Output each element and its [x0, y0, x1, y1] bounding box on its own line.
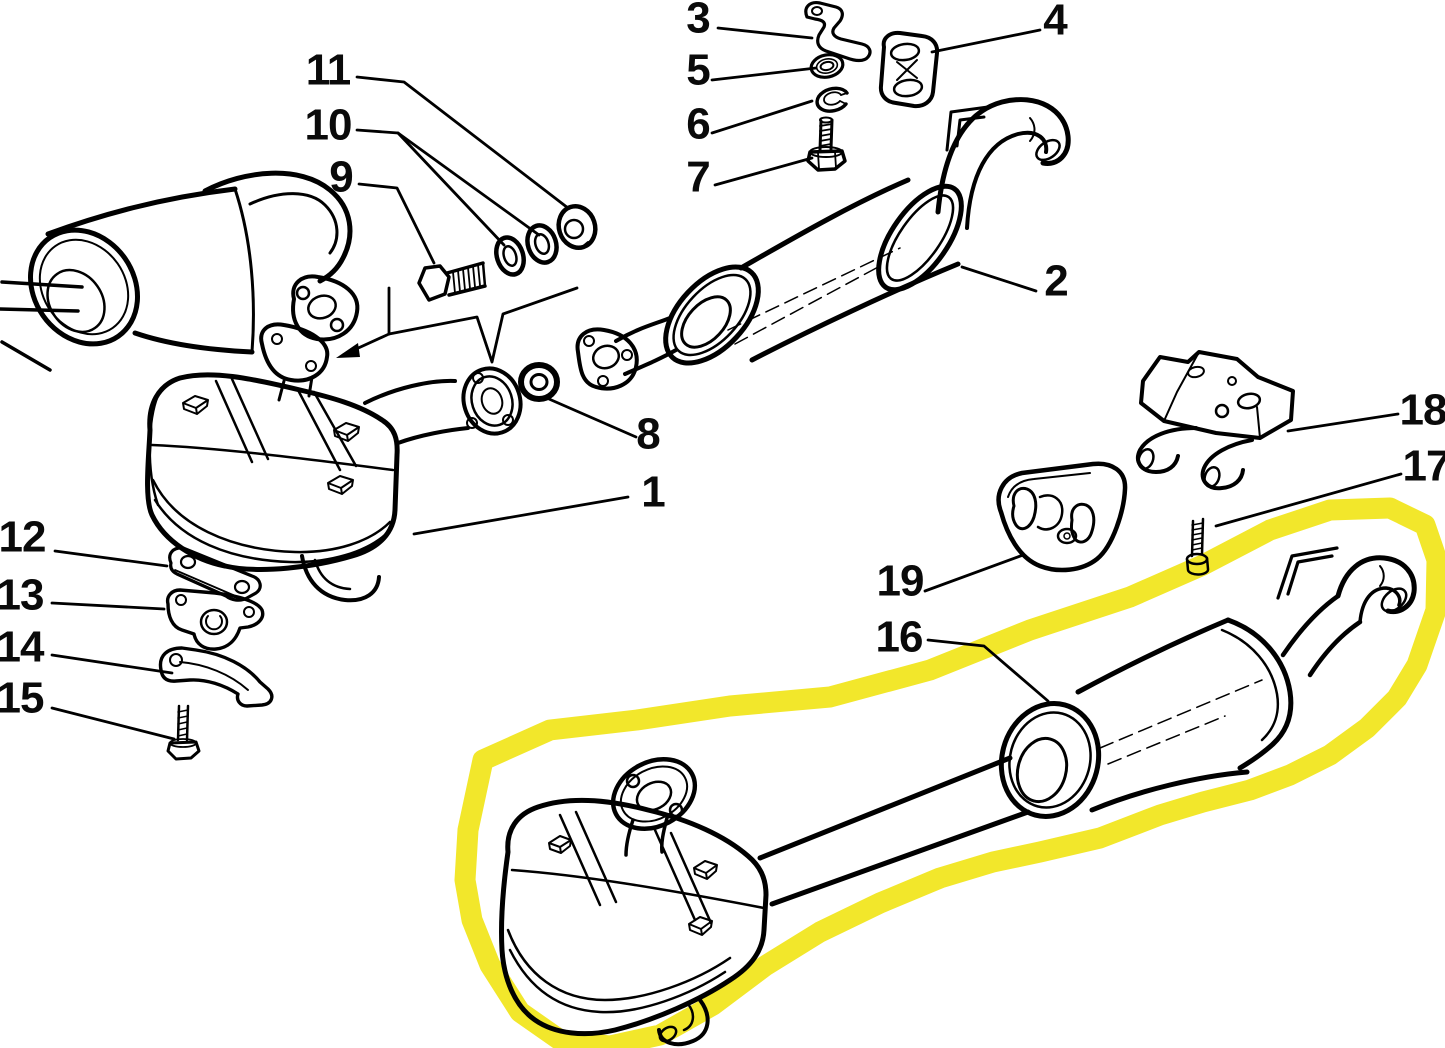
- rear-assembly-16: [498, 546, 1417, 1047]
- part-label-9: 9: [329, 153, 352, 202]
- part-label-10: 10: [305, 101, 352, 150]
- bolt-9: [417, 261, 487, 302]
- part-label-6: 6: [686, 100, 709, 149]
- leader-2: [960, 265, 1038, 293]
- middle-silencer: [575, 97, 1071, 391]
- front-muffler: [0, 170, 360, 372]
- leader-14: [50, 653, 174, 675]
- leader-19: [923, 553, 1025, 593]
- part-label-4: 4: [1043, 0, 1068, 45]
- leader-7: [713, 156, 814, 187]
- leader-17: [1214, 472, 1403, 528]
- part-label-17: 17: [1403, 442, 1445, 491]
- part-label-19: 19: [877, 557, 924, 606]
- part-label-7: 7: [686, 153, 709, 202]
- part-label-18: 18: [1400, 386, 1445, 435]
- leader-13: [50, 601, 166, 611]
- part-label-1: 1: [641, 468, 665, 517]
- leader-18: [1286, 412, 1400, 433]
- gasket-ring: [518, 362, 560, 402]
- leader-16: [926, 638, 1050, 703]
- part-label-5: 5: [686, 46, 710, 95]
- aux-leader-2: [387, 286, 579, 364]
- saddle-clamp-14: [158, 646, 274, 708]
- leader-4: [930, 28, 1042, 54]
- leader-1: [412, 495, 630, 536]
- part-label-16: 16: [876, 613, 923, 662]
- leader-arrow: [336, 343, 360, 358]
- part-label-15: 15: [0, 674, 44, 723]
- leader-12: [53, 549, 169, 568]
- highlight-loop: [454, 497, 1445, 1048]
- leader-8: [547, 397, 638, 439]
- leader-9: [357, 182, 436, 265]
- part-label-11: 11: [306, 46, 351, 95]
- line-art: [0, 1, 1417, 1047]
- washer-5: [809, 53, 845, 79]
- center-muffler: [145, 322, 523, 603]
- rubber-mount-4: [878, 30, 940, 109]
- bolt-15: [166, 704, 201, 761]
- washers-10: [494, 223, 559, 277]
- part-label-8: 8: [636, 410, 660, 459]
- leader-6: [710, 99, 814, 135]
- leader-15: [50, 706, 176, 741]
- bracket-18: [1136, 350, 1295, 491]
- part-label-12: 12: [0, 513, 45, 562]
- leader-11: [355, 75, 570, 210]
- nut-11: [556, 204, 598, 250]
- part-label-14: 14: [0, 623, 45, 672]
- leader-3: [716, 26, 814, 40]
- part-label-2: 2: [1044, 257, 1067, 306]
- stud-17: [1185, 517, 1210, 576]
- lock-washer-6: [815, 86, 849, 113]
- bolt-7: [806, 116, 847, 172]
- part-label-13: 13: [0, 571, 43, 620]
- rubber-hanger-19: [996, 461, 1128, 573]
- part-label-3: 3: [686, 0, 709, 43]
- bracket-3: [804, 1, 872, 63]
- leader-5: [710, 66, 818, 82]
- clamp-block-13: [165, 588, 265, 651]
- leader-10b: [396, 131, 541, 237]
- strap-plate-12: [168, 546, 262, 602]
